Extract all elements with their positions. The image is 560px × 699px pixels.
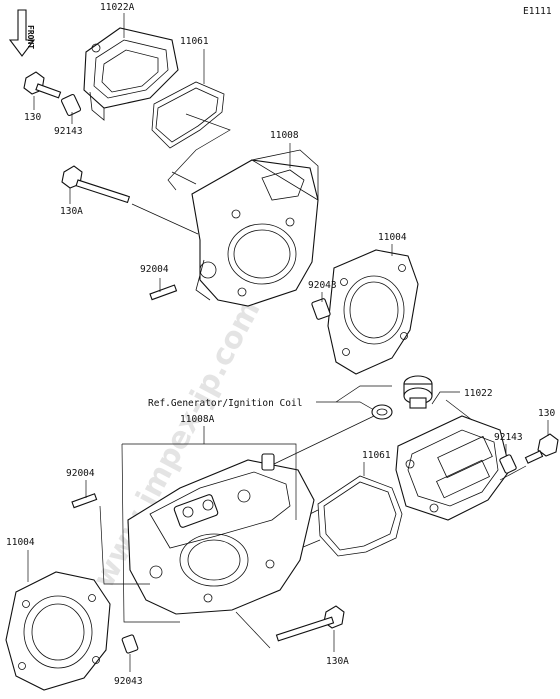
cylinder-head-11008: [191, 149, 319, 307]
label-92143-top: 92143: [54, 126, 83, 137]
label-11008A: 11008A: [180, 414, 215, 425]
label-11061-bottom: 11061: [362, 450, 391, 461]
label-11061-top: 11061: [180, 36, 209, 47]
cylinder-head-11008A: [127, 453, 315, 615]
long-bolt-130A-bottom: [275, 605, 345, 642]
label-11022: 11022: [464, 388, 493, 399]
label-11004-bottom: 11004: [6, 537, 35, 548]
label-92043-top: 92043: [308, 280, 337, 291]
filler-cap: [403, 375, 433, 409]
dowel-92043-top: [311, 298, 331, 320]
head-gasket-11004-top: [327, 249, 419, 375]
dowel-92043-bottom: [121, 634, 139, 654]
label-11008: 11008: [270, 130, 299, 141]
label-130A-bottom: 130A: [326, 656, 349, 667]
bolt-130-right: [524, 433, 559, 464]
label-130-right: 130: [538, 408, 555, 419]
stud-92004-bottom: [71, 493, 98, 509]
label-ref-generator: Ref.Generator/Ignition Coil: [148, 398, 302, 409]
front-arrow-label: FRONT: [26, 25, 35, 49]
bolt-130-top: [23, 71, 62, 99]
label-11004-top: 11004: [378, 232, 407, 243]
front-arrow-icon: [8, 9, 36, 57]
label-130-top: 130: [24, 112, 41, 123]
head-cover-gasket-11061: [151, 81, 225, 149]
o-ring: [371, 404, 393, 420]
head-cover-gasket-11061-bottom: [317, 475, 403, 557]
label-11022A: 11022A: [100, 2, 135, 13]
cylinder-head-cover-11022A: [83, 27, 179, 121]
cylinder-head-cover-11022: [395, 415, 511, 521]
stud-92004-top: [149, 284, 178, 301]
label-92043-bottom: 92043: [114, 676, 143, 687]
dowel-92143-top: [60, 93, 82, 117]
label-130A-top: 130A: [60, 206, 83, 217]
head-gasket-11004-bottom: [5, 571, 111, 691]
label-92143-right: 92143: [494, 432, 523, 443]
long-bolt-130A-top: [61, 165, 131, 204]
dowel-92143-right: [499, 454, 517, 474]
cover-logo: [436, 435, 493, 499]
page-code: E1111: [523, 6, 552, 17]
label-92004-bottom: 92004: [66, 468, 95, 479]
label-92004-top: 92004: [140, 264, 169, 275]
